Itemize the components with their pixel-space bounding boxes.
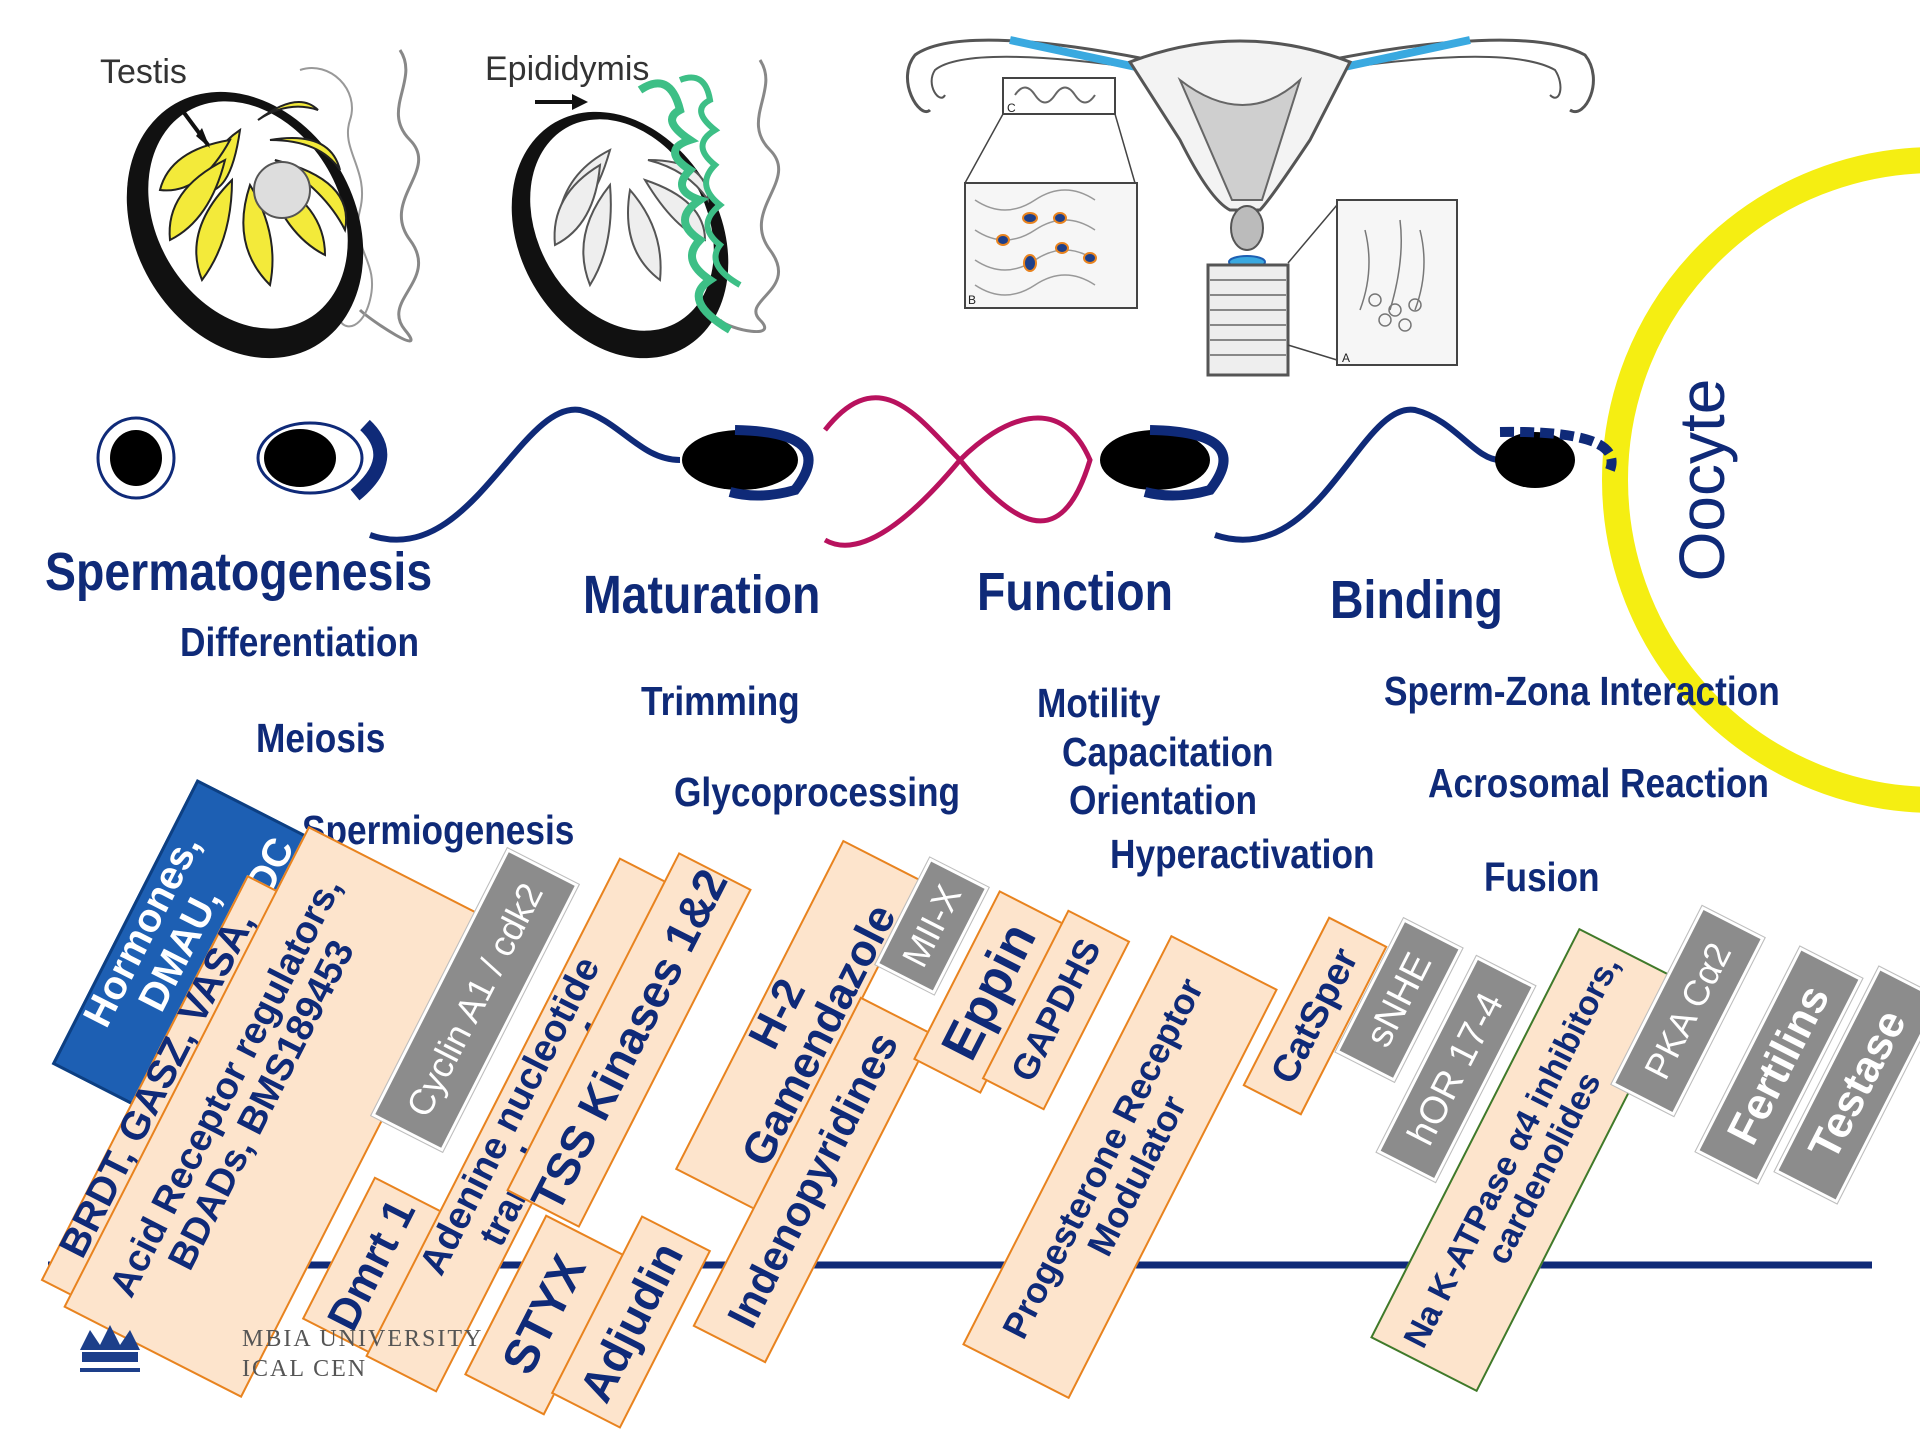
epididymis-label: Epididymis: [485, 50, 649, 88]
sperm-progression: [98, 398, 1612, 545]
inset-label-c: C: [1007, 101, 1016, 115]
stage-title-maturation: Maturation: [583, 568, 820, 622]
logo-text-line1: MBIA UNIVERSITY: [242, 1326, 483, 1353]
epididymis-illustration: [468, 60, 778, 398]
step-sperm-zona-interaction: Sperm-Zona Interaction: [1384, 671, 1780, 712]
step-glycoprocessing: Glycoprocessing: [674, 772, 960, 813]
stage-title-spermatogenesis: Spermatogenesis: [45, 545, 432, 599]
stage-title-binding: Binding: [1330, 573, 1503, 627]
testis-illustration: [80, 49, 419, 401]
step-trimming: Trimming: [641, 681, 800, 722]
oocyte-label: Oocyte: [1665, 350, 1735, 610]
testis-label: Testis: [100, 53, 187, 91]
step-capacitation: Capacitation: [1062, 732, 1274, 773]
inset-label-a: A: [1342, 351, 1350, 365]
university-logo: [70, 1310, 490, 1400]
step-hyperactivation: Hyperactivation: [1110, 834, 1375, 875]
step-orientation: Orientation: [1069, 780, 1257, 821]
step-fusion: Fusion: [1484, 857, 1600, 898]
stage-title-function: Function: [977, 565, 1173, 619]
step-motility: Motility: [1037, 683, 1160, 724]
step-differentiation: Differentiation: [180, 622, 419, 663]
step-meiosis: Meiosis: [256, 718, 385, 759]
step-acrosomal-reaction: Acrosomal Reaction: [1428, 763, 1769, 804]
female-tract-illustration: [907, 40, 1593, 375]
inset-label-b: B: [968, 293, 976, 307]
logo-text-line2: ICAL CEN: [242, 1356, 367, 1383]
